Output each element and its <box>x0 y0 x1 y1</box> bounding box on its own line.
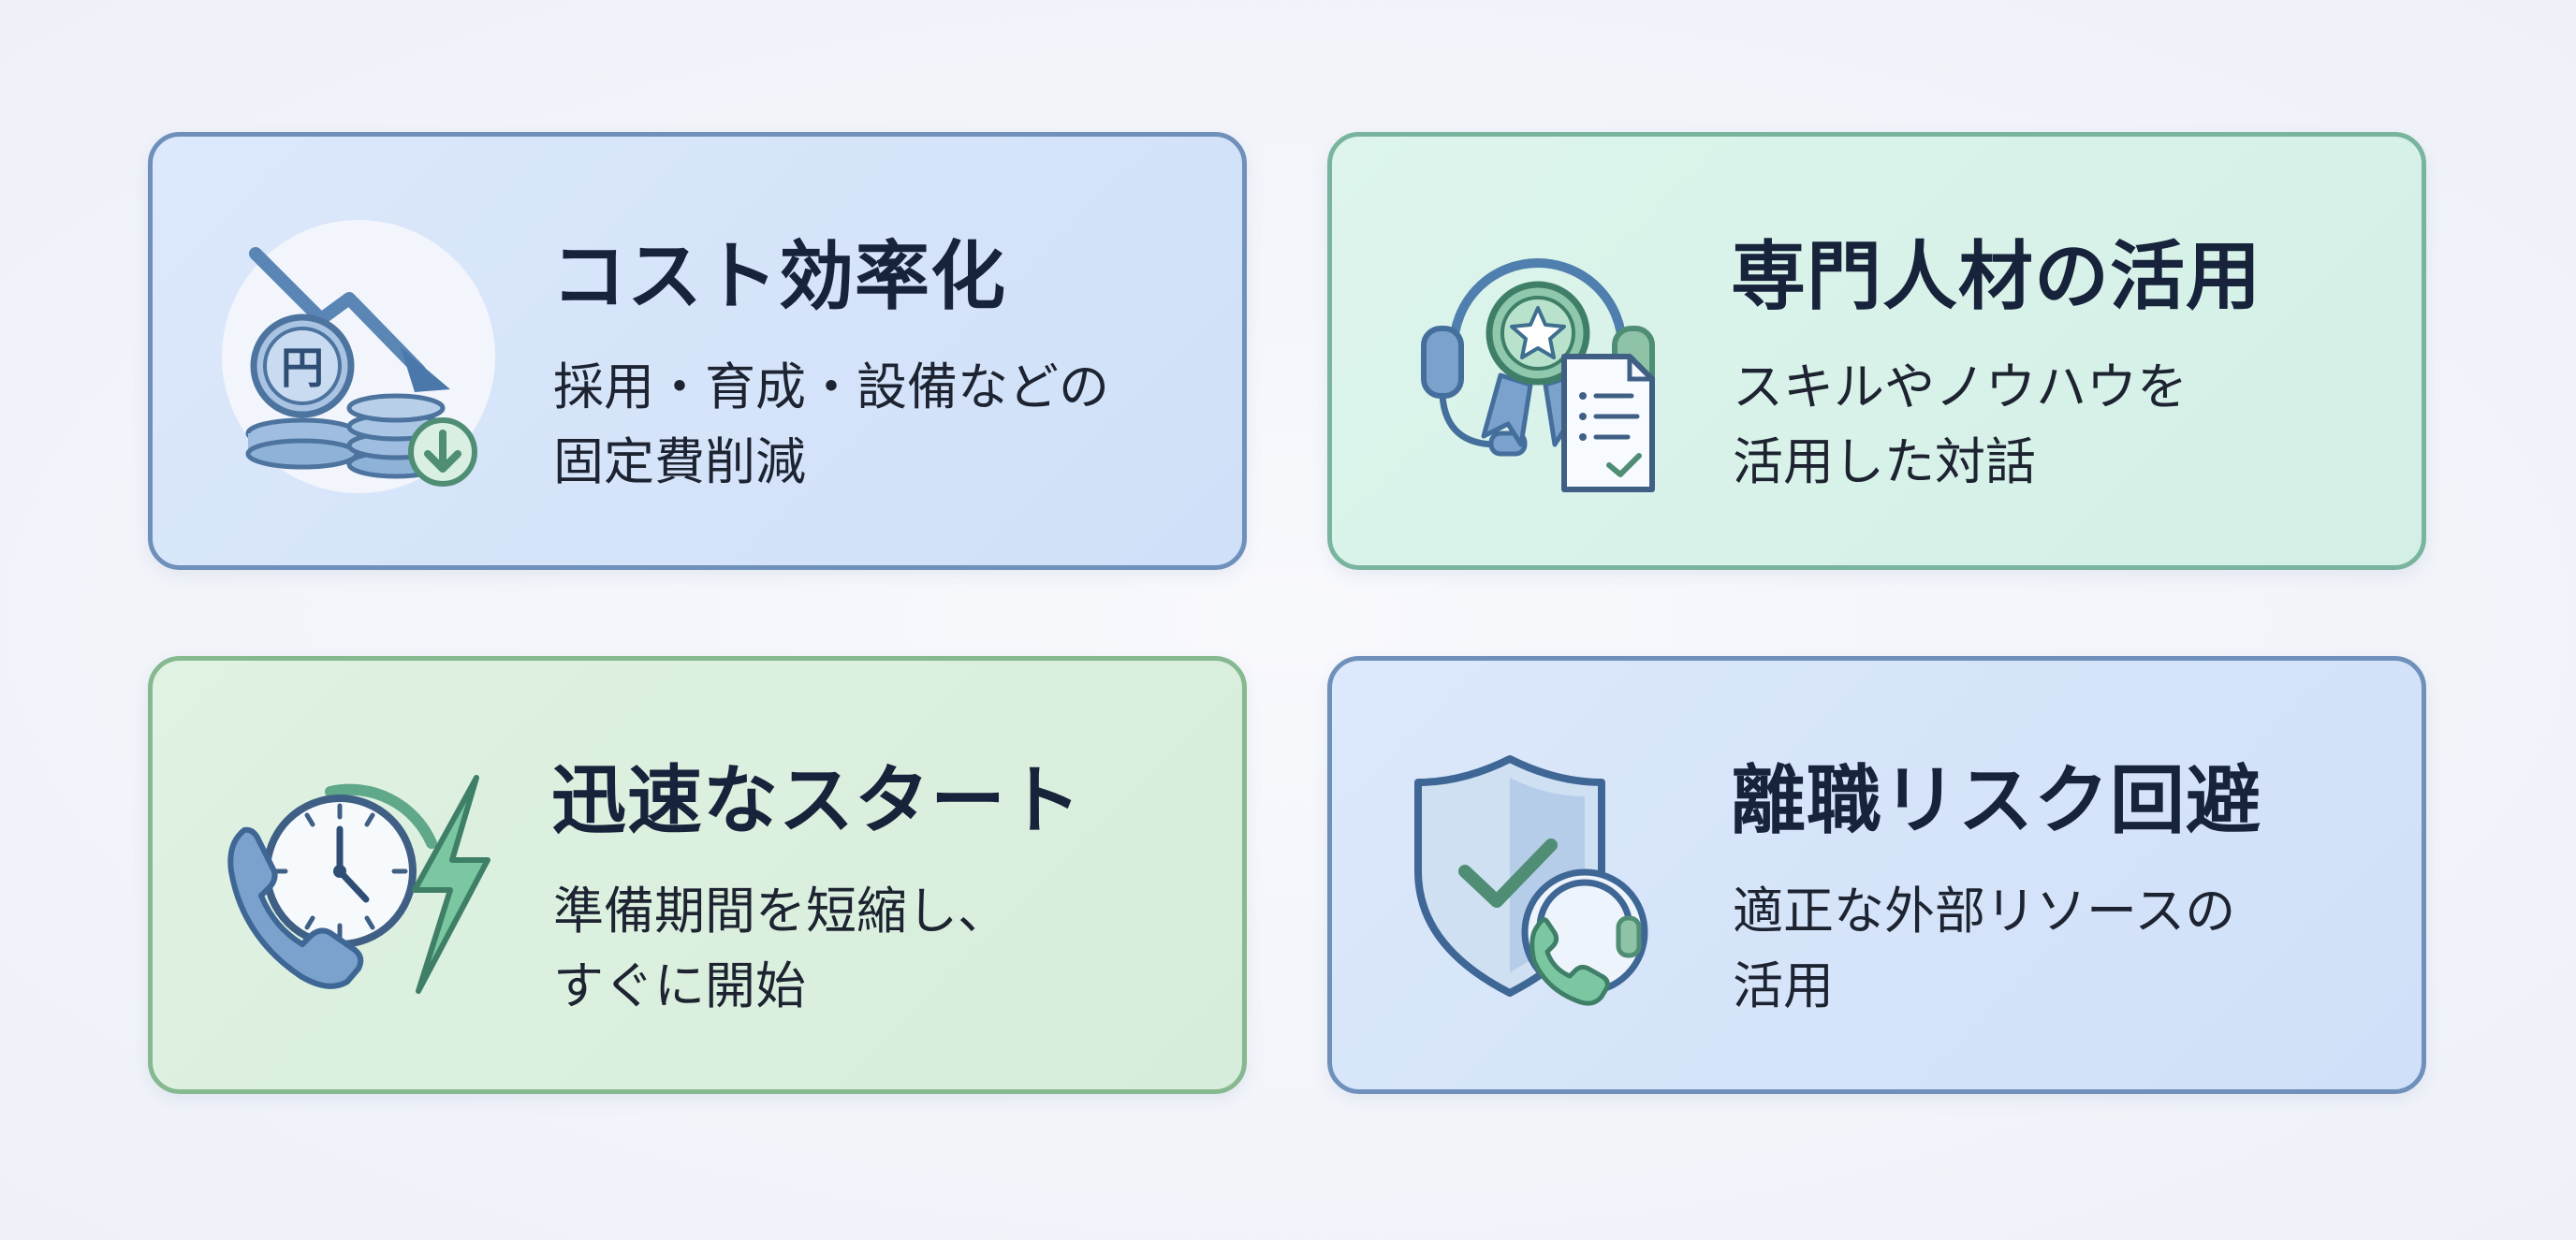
yen-symbol: 円 <box>281 343 324 393</box>
card-title: 離職リスク回避 <box>1731 757 2261 844</box>
card-title: 専門人材の活用 <box>1731 233 2261 320</box>
card-description: 準備期間を短縮し、 すぐに開始 <box>553 874 1208 1024</box>
card-cost-efficiency: 円 コスト効率化 採用・育成・設備などの 固定費 <box>148 132 1247 570</box>
cost-reduction-icon: 円 <box>218 216 499 497</box>
card-description: 適正な外部リソースの 活用 <box>1733 874 2388 1024</box>
card-description-line: すぐに開始 <box>553 956 806 1015</box>
card-title: 迅速なスタート <box>551 757 1082 844</box>
card-description-line: 固定費削減 <box>553 432 806 491</box>
card-description-line: 準備期間を短縮し、 <box>553 882 1008 941</box>
risk-shield-icon <box>1398 740 1678 1021</box>
card-description-line: 適正な外部リソースの <box>1733 882 2236 941</box>
card-expert-talent: 専門人材の活用 スキルやノウハウを 活用した対話 <box>1327 132 2426 570</box>
quick-start-icon <box>218 740 499 1021</box>
expert-headset-icon <box>1398 216 1678 497</box>
card-title: コスト効率化 <box>551 233 1006 320</box>
card-description-line: スキルやノウハウを <box>1733 357 2188 416</box>
card-turnover-risk: 離職リスク回避 適正な外部リソースの 活用 <box>1327 656 2426 1094</box>
card-description: 採用・育成・設備などの 固定費削減 <box>553 350 1208 500</box>
card-description-line: 活用 <box>1733 956 1834 1015</box>
card-description: スキルやノウハウを 活用した対話 <box>1733 350 2388 500</box>
card-description-line: 活用した対話 <box>1733 432 2036 491</box>
card-description-line: 採用・育成・設備などの <box>553 357 1109 416</box>
card-quick-start: 迅速なスタート 準備期間を短縮し、 すぐに開始 <box>148 656 1247 1094</box>
